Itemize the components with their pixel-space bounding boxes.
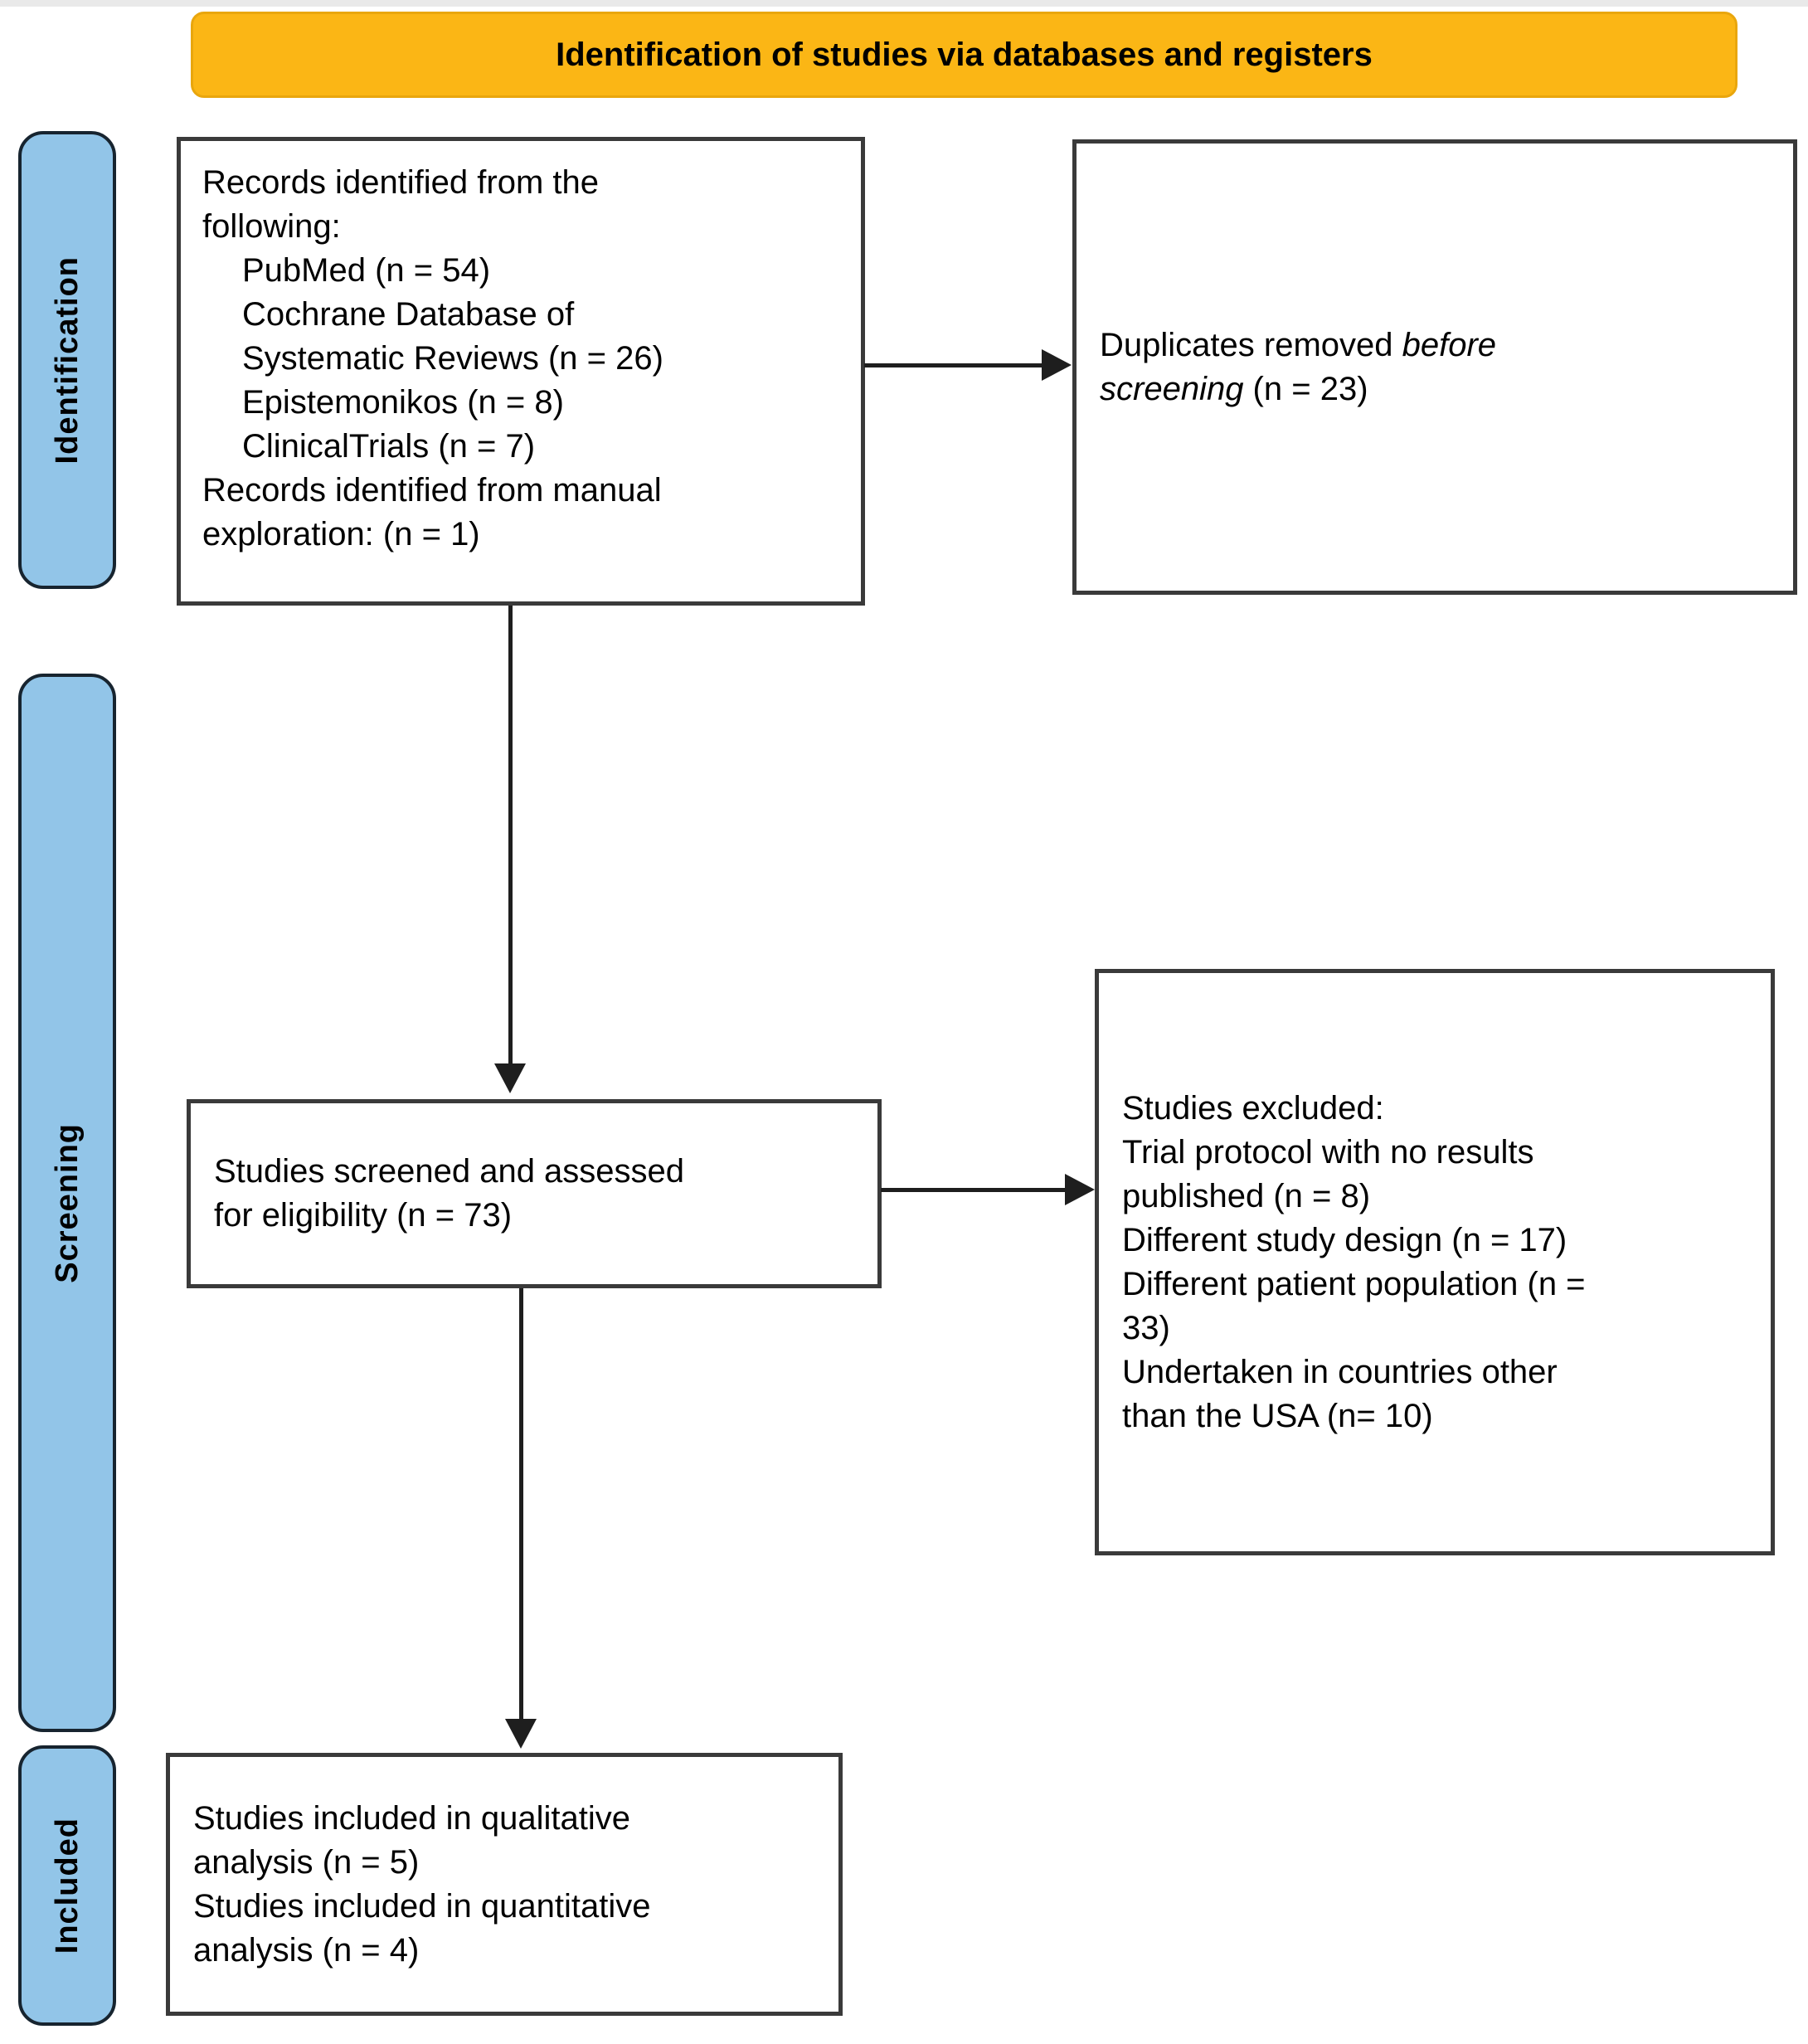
stage-label-included: Included <box>49 1817 85 1954</box>
stage-bar-identification: Identification <box>18 131 116 589</box>
arrow-right-icon <box>1065 1174 1095 1205</box>
arrow-right-icon <box>1042 349 1072 381</box>
arrow-line <box>519 1288 523 1721</box>
banner-title: Identification of studies via databases … <box>191 12 1738 98</box>
stage-label-identification: Identification <box>49 256 85 465</box>
stage-bar-included: Included <box>18 1745 116 2026</box>
scan-edge-strip <box>0 0 1808 7</box>
stage-bar-screening: Screening <box>18 674 116 1732</box>
arrow-line <box>881 1188 1067 1192</box>
arrow-line <box>864 363 1045 367</box>
arrow-down-icon <box>505 1719 537 1749</box>
arrow-line <box>508 606 513 1063</box>
arrow-down-icon <box>494 1063 526 1093</box>
studies-excluded-box: Studies excluded:Trial protocol with no … <box>1095 969 1775 1555</box>
stage-label-screening: Screening <box>49 1122 85 1283</box>
